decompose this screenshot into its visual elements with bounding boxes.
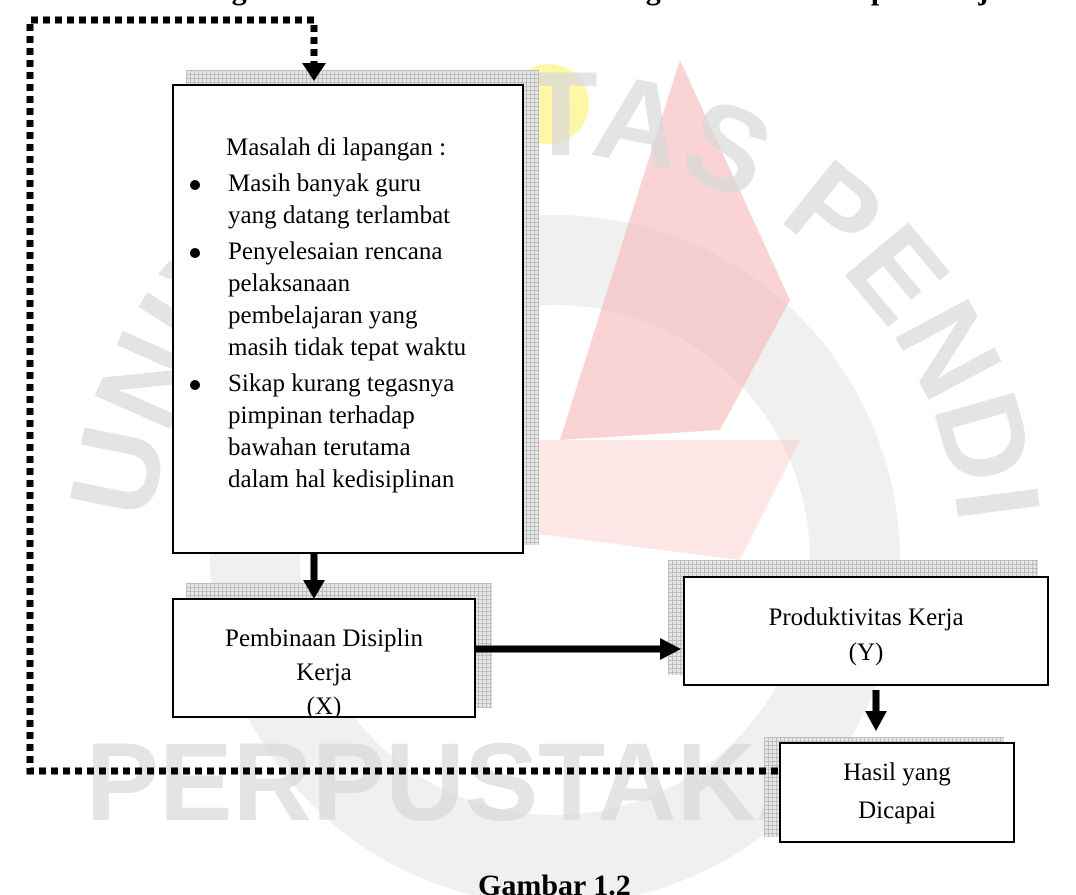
result-box-line1: Hasil yang [843, 759, 951, 786]
feedback-dotted-line [26, 16, 778, 775]
problem-to-x-arrowhead-icon [303, 580, 325, 599]
bullet-icon [190, 380, 200, 390]
result-box: Hasil yang Dicapai [779, 742, 1015, 843]
x-box-line3: (X) [306, 693, 342, 718]
problem-item: Sikap kurang tegasnya pimpinan terhadap … [188, 368, 518, 496]
result-box-line2: Dicapai [858, 797, 936, 824]
feedback-arrowhead-icon [302, 63, 326, 81]
y-to-result-arrowhead-icon [865, 711, 887, 731]
y-box-line1: Produktivitas Kerja [768, 604, 964, 631]
problem-item: Masih banyak guru yang datang terlambat [188, 168, 518, 232]
watermark-flame [560, 60, 790, 440]
y-variable-box: Produktivitas Kerja (Y) [683, 576, 1049, 686]
x-box-line2: Kerja [296, 659, 352, 686]
diagram-heading: Kerangka Pemikiran Penelitian tentang Pe… [150, 0, 1050, 8]
problem-list: Masih banyak guru yang datang terlambat … [188, 168, 518, 500]
figure-caption: Gambar 1.2 [478, 869, 631, 895]
x-variable-box: Pembinaan Disiplin Kerja (X) [172, 598, 476, 718]
problem-item: Penyelesaian rencana pelaksanaan pembela… [188, 236, 518, 364]
x-to-y-arrowhead-icon [660, 638, 681, 660]
bullet-icon [190, 248, 200, 258]
bullet-icon [190, 180, 200, 190]
problem-box-title: Masalah di lapangan : [226, 134, 447, 161]
problem-box: Masalah di lapangan : Masih banyak guru … [172, 84, 524, 554]
x-box-line1: Pembinaan Disiplin [225, 625, 423, 652]
y-box-line2: (Y) [848, 639, 884, 666]
